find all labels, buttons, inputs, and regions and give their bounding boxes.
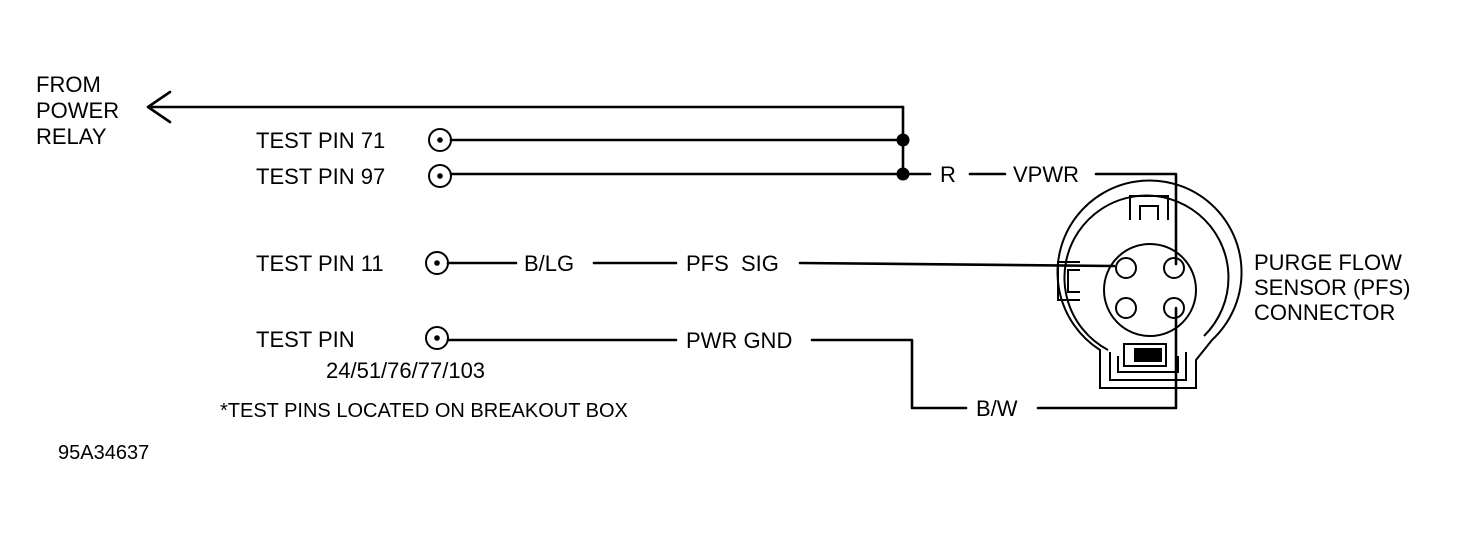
test-pin-ground-terminal-dot xyxy=(434,335,440,341)
connector-lock-tab-fill xyxy=(1134,348,1162,362)
connector-lock-tab xyxy=(1123,343,1167,367)
test-pin-97-terminal-icon xyxy=(428,164,452,188)
sig-name-label: PFS SIG xyxy=(686,251,779,276)
power-relay-line-1: FROM xyxy=(36,72,101,97)
pfs-connector-icon xyxy=(1056,179,1243,389)
connector-label: PURGE FLOW SENSOR (PFS) CONNECTOR xyxy=(1254,250,1410,325)
figure-id: 95A34637 xyxy=(58,442,149,464)
test-pin-71-label: TEST PIN 71 xyxy=(256,128,385,153)
power-relay-line-3: RELAY xyxy=(36,124,107,149)
connector-lower-frame xyxy=(1109,352,1187,381)
connector-outer-shell xyxy=(1056,179,1243,389)
splice-dot-97 xyxy=(896,167,910,181)
breakout-box-note: *TEST PINS LOCATED ON BREAKOUT BOX xyxy=(220,400,628,422)
power-relay-line-2: POWER xyxy=(36,98,119,123)
test-pin-71: TEST PIN 71 xyxy=(256,128,910,153)
connector-latch xyxy=(1129,195,1169,220)
power-relay-label: FROM POWER RELAY xyxy=(36,72,119,149)
connector-cavity-vpwr xyxy=(1163,257,1185,279)
test-pin-11-label: TEST PIN 11 xyxy=(256,251,384,276)
test-pin-97: TEST PIN 97 xyxy=(256,164,932,189)
connector-cavity-gnd xyxy=(1163,297,1185,319)
gnd-to-connector-wire xyxy=(1036,306,1178,410)
test-pin-11-terminal-dot xyxy=(434,260,440,266)
test-pin-ground: TEST PIN 24/51/76/77/103 PWR GND B/W xyxy=(256,306,1178,421)
connector-cavity-unused xyxy=(1115,297,1137,319)
test-pin-11: TEST PIN 11 B/LG PFS SIG xyxy=(256,251,1116,276)
connector-label-line-3: CONNECTOR xyxy=(1254,300,1395,325)
connector-lower-frame-inner xyxy=(1117,356,1179,373)
connector-left-key xyxy=(1057,261,1080,301)
sig-to-connector-wire xyxy=(798,261,1116,268)
test-pin-ground-label: TEST PIN xyxy=(256,327,355,352)
test-pin-71-terminal-dot xyxy=(437,137,443,143)
test-pin-97-label: TEST PIN 97 xyxy=(256,164,385,189)
vpwr-to-connector-wire xyxy=(1094,172,1178,266)
arrow-head-icon xyxy=(146,90,172,124)
connector-pin-face xyxy=(1103,243,1197,337)
connector-inner-ring xyxy=(1063,194,1230,351)
gnd-name-label: PWR GND xyxy=(686,328,792,353)
connector-left-key-inner xyxy=(1067,269,1080,293)
gnd-color-label: B/W xyxy=(976,396,1018,421)
vpwr-color-label: R xyxy=(940,162,956,187)
splice-dot-71 xyxy=(896,133,910,147)
connector-cavity-sig xyxy=(1115,257,1137,279)
gnd-wire-segment-2 xyxy=(810,338,968,410)
test-pin-97-terminal-dot xyxy=(437,173,443,179)
test-pin-ground-numbers: 24/51/76/77/103 xyxy=(326,358,485,383)
test-pin-ground-terminal-icon xyxy=(425,326,449,350)
vpwr-wire: R VPWR xyxy=(940,162,1178,266)
connector-label-line-2: SENSOR (PFS) xyxy=(1254,275,1410,300)
connector-label-line-1: PURGE FLOW xyxy=(1254,250,1402,275)
sig-color-label: B/LG xyxy=(524,251,574,276)
vpwr-name-label: VPWR xyxy=(1013,162,1079,187)
